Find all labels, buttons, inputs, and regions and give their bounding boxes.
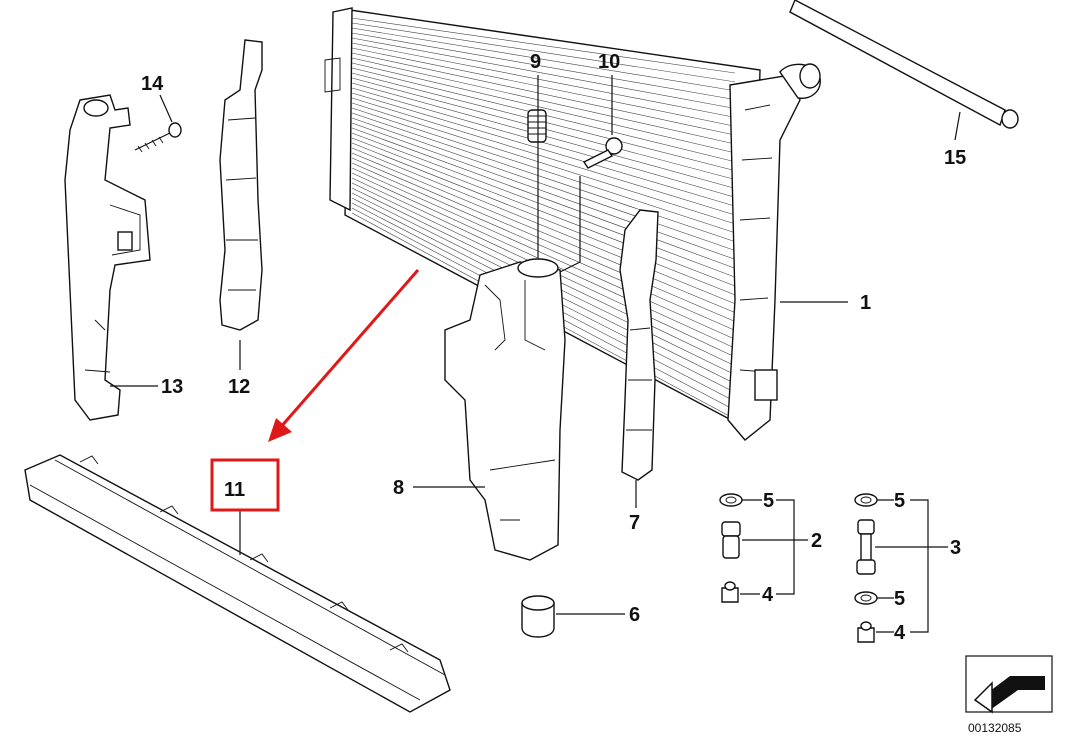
screw-14 — [134, 122, 182, 153]
radiator-fin — [351, 42, 736, 118]
label-9: 9 — [530, 51, 541, 73]
radiator-fin — [351, 102, 736, 225]
radiator-fin — [351, 147, 736, 305]
screw-10 — [582, 137, 623, 169]
radiator-fin — [351, 57, 736, 145]
radiator-fin — [351, 152, 736, 313]
label-15: 15 — [944, 147, 966, 169]
radiator-fin — [351, 137, 736, 287]
radiator-fin — [351, 117, 736, 251]
nut-4a — [721, 581, 739, 603]
highlight-box — [210, 458, 280, 512]
washer-5b — [854, 493, 878, 507]
radiator-fin — [351, 167, 736, 340]
radiator-fin — [351, 127, 736, 269]
leader-lines — [110, 75, 961, 633]
reference-badge: 00132085 — [965, 655, 1053, 735]
radiator-fin — [351, 157, 736, 322]
label-1: 1 — [860, 292, 871, 314]
label-13: 13 — [161, 376, 183, 398]
radiator-fin — [351, 162, 736, 331]
radiator-fin — [351, 92, 736, 207]
radiator-fin — [351, 37, 736, 109]
label-5b: 5 — [894, 490, 905, 512]
bolt-3 — [856, 519, 876, 575]
bracket-7 — [619, 209, 659, 481]
label-7: 7 — [629, 512, 640, 534]
radiator-fin — [351, 87, 736, 198]
radiator-fin — [351, 132, 736, 278]
label-5a: 5 — [763, 490, 774, 512]
radiator-fin — [351, 97, 736, 216]
nut-4b — [857, 621, 875, 643]
radiator-fin — [351, 112, 736, 242]
label-10: 10 — [598, 51, 620, 73]
radiator-fin — [351, 107, 736, 234]
reference-number: 00132085 — [968, 721, 1022, 735]
radiator-fin — [351, 17, 736, 74]
label-4a: 4 — [762, 584, 774, 606]
label-4b: 4 — [894, 622, 906, 644]
air-duct-8 — [444, 258, 566, 561]
radiator-fin — [351, 47, 736, 127]
radiator-fin — [351, 52, 736, 136]
spring-9 — [527, 109, 547, 143]
bracket-13 — [64, 94, 151, 421]
radiator-fin — [351, 22, 736, 83]
radiator — [324, 7, 821, 441]
support-11 — [24, 454, 451, 713]
washer-5c — [854, 591, 878, 605]
label-14: 14 — [141, 73, 164, 95]
washer-5a — [719, 493, 743, 507]
radiator-fin — [351, 122, 736, 260]
rubber-mount-6 — [521, 595, 555, 638]
highlight-arrow — [268, 269, 420, 442]
radiator-fin — [351, 142, 736, 296]
radiator-fin — [351, 62, 736, 154]
label-12: 12 — [228, 376, 250, 398]
radiator-fin — [351, 27, 736, 92]
label-5c: 5 — [894, 588, 905, 610]
label-2: 2 — [811, 530, 822, 552]
label-3: 3 — [950, 537, 961, 559]
bolt-2 — [721, 521, 741, 559]
hose — [789, 0, 1019, 129]
label-8: 8 — [393, 477, 404, 499]
label-6: 6 — [629, 604, 640, 626]
arrow-icon — [973, 681, 993, 714]
bracket-12 — [219, 39, 263, 331]
radiator-fin — [351, 32, 736, 100]
label-11: 11 — [224, 479, 245, 501]
